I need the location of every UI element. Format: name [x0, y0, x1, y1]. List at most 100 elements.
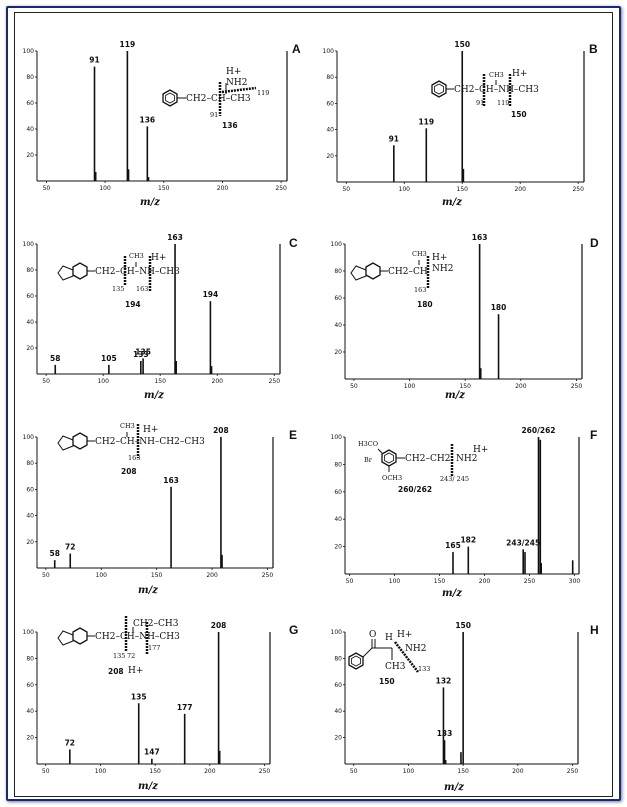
- x-tick-label-G-1: 100: [95, 768, 107, 775]
- struct-E-frag-1: 208: [121, 467, 137, 476]
- y-tick-label-B-0: 100: [323, 48, 335, 55]
- y-tick-label-E-2: 60: [26, 486, 34, 493]
- structure-C: CH2–CH–NH–CH3 CH3 H+ 135 163 194: [57, 252, 180, 309]
- peak-label-A-2: 119: [120, 40, 136, 49]
- struct-C-methyl: CH3: [129, 252, 144, 260]
- y-tick-label-G-2: 60: [26, 682, 34, 689]
- peak-label-F-2: 243/245: [506, 538, 540, 547]
- y-tick-label-D-4: 20: [334, 349, 342, 356]
- y-tick-label-A-2: 60: [26, 100, 34, 107]
- struct-H-methyl: CH3: [385, 662, 406, 672]
- y-tick-label-B-1: 80: [326, 74, 334, 81]
- struct-A-frag-1: 91: [210, 111, 218, 119]
- struct-E-chain: CH2–CH–NH–CH2–CH3: [95, 437, 205, 447]
- struct-F-sub-1: Br: [364, 456, 373, 464]
- x-tick-label-C-4: 250: [269, 378, 281, 385]
- y-tick-label-D-0: 100: [331, 241, 343, 248]
- y-tick-label-D-2: 60: [334, 295, 342, 302]
- struct-C-frag-1: 163: [136, 285, 148, 293]
- peak-label-C-1: 105: [101, 354, 117, 363]
- y-tick-label-C-0: 100: [23, 241, 35, 248]
- y-tick-label-G-3: 40: [26, 708, 34, 715]
- y-tick-label-C-3: 40: [26, 319, 34, 326]
- struct-C-chain: CH2–CH–NH–CH3: [95, 267, 180, 277]
- y-tick-label-E-3: 40: [26, 513, 34, 520]
- peak-label-A-4: 136: [140, 115, 156, 124]
- x-tick-label-F-1: 100: [389, 578, 401, 585]
- struct-G-frag-2: 177: [148, 644, 160, 652]
- x-tick-label-A-1: 100: [99, 185, 111, 192]
- struct-A-frag-2: 136: [222, 121, 238, 130]
- struct-D-charge: H+: [432, 253, 447, 263]
- struct-B-frag-2: 150: [511, 110, 527, 119]
- struct-B-frag-1: 119: [497, 99, 509, 107]
- peak-label-F-0: 165: [445, 541, 461, 550]
- x-tick-label-F-5: 300: [569, 578, 581, 585]
- peak-label-E-0: 58: [50, 549, 60, 558]
- y-tick-label-A-3: 40: [26, 126, 34, 133]
- struct-D-frag-0: 163: [414, 286, 426, 294]
- struct-A-chain: CH2–CH–CH3: [186, 94, 251, 104]
- y-tick-label-B-3: 40: [326, 127, 334, 134]
- x-tick-label-A-4: 250: [275, 185, 287, 192]
- y-tick-label-H-1: 80: [334, 655, 342, 662]
- y-tick-label-G-4: 20: [26, 735, 34, 742]
- struct-H-h: H: [385, 633, 393, 643]
- x-tick-label-C-1: 100: [97, 378, 109, 385]
- x-axis-label-C: m/z: [144, 390, 164, 401]
- x-tick-label-C-3: 200: [212, 378, 224, 385]
- structure-E: CH2–CH–NH–CH2–CH3 CH3 H+ 163 208: [57, 422, 205, 476]
- struct-B-methyl: CH3: [489, 71, 504, 79]
- x-tick-label-H-4: 250: [567, 768, 579, 775]
- struct-D-methyl: CH3: [412, 250, 427, 258]
- x-tick-label-B-2: 150: [457, 186, 469, 193]
- x-tick-label-H-2: 150: [457, 768, 469, 775]
- structure-A: CH2–CH–CH3 H+ NH2 119 91 136: [162, 67, 269, 130]
- x-tick-label-D-0: 50: [350, 383, 358, 390]
- y-tick-label-D-1: 80: [334, 268, 342, 275]
- struct-B-frag-0: 91: [476, 99, 484, 107]
- x-tick-label-A-3: 200: [217, 185, 229, 192]
- x-axis-label-G: m/z: [138, 781, 158, 792]
- y-tick-label-A-4: 20: [26, 152, 34, 159]
- figure-inner-border: [14, 12, 613, 797]
- x-tick-label-H-3: 200: [512, 768, 524, 775]
- x-tick-label-E-2: 150: [151, 572, 163, 579]
- struct-F-chain: CH2–CH2: [405, 454, 450, 464]
- peak-label-E-3: 208: [213, 426, 229, 435]
- x-axis-label-B: m/z: [442, 197, 462, 208]
- x-tick-label-B-0: 50: [342, 186, 350, 193]
- structure-D: CH2–CH CH3 H+ NH2 163 180: [350, 250, 453, 309]
- y-tick-label-F-4: 20: [334, 544, 342, 551]
- peak-label-H-0: 132: [436, 676, 452, 685]
- peak-label-G-2: 147: [144, 748, 160, 757]
- x-tick-label-E-4: 250: [262, 572, 274, 579]
- y-tick-label-G-0: 100: [23, 629, 35, 636]
- y-tick-label-H-0: 100: [331, 629, 343, 636]
- panel-letter-D: D: [590, 236, 599, 250]
- peak-label-G-1: 135: [131, 692, 147, 701]
- structure-F: CH2–CH2 H3CO Br OCH3 H+ NH2 243/ 245 260…: [358, 440, 488, 494]
- struct-H-carbonyl: O: [369, 630, 376, 640]
- y-tick-label-A-0: 100: [23, 48, 35, 55]
- y-tick-label-E-1: 80: [26, 460, 34, 467]
- panel-letter-C: C: [289, 236, 298, 250]
- struct-H-charge: H+: [397, 630, 412, 640]
- x-tick-label-E-1: 100: [96, 572, 108, 579]
- struct-C-charge: H+: [151, 253, 166, 263]
- struct-H-frag-0: 150: [379, 677, 395, 686]
- struct-G-frag-1: 72: [127, 652, 135, 660]
- figure-outer-border: [6, 6, 621, 801]
- struct-E-methyl: CH3: [120, 422, 135, 430]
- x-tick-label-G-2: 150: [149, 768, 161, 775]
- struct-G-ethyl: CH2–CH3: [133, 619, 179, 629]
- struct-E-frag-0: 163: [128, 454, 140, 462]
- y-tick-label-H-2: 60: [334, 682, 342, 689]
